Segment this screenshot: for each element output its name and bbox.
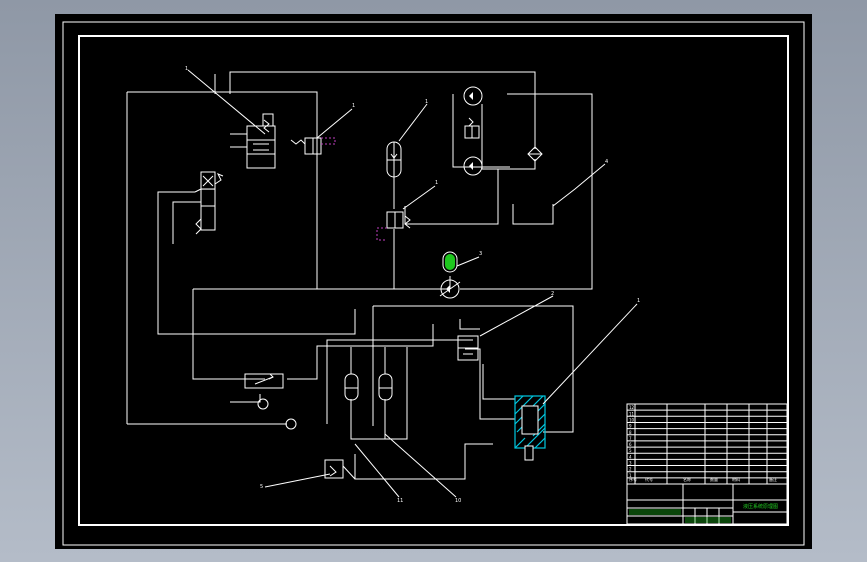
parts-row-number: 1 — [629, 473, 632, 478]
relief-valve-pump — [464, 117, 480, 139]
filter — [527, 146, 543, 162]
callout-11: 11 — [397, 498, 403, 504]
relief-valve-top — [290, 137, 336, 155]
callout-5: 5 — [260, 484, 263, 490]
parts-row-number: 11 — [629, 411, 635, 416]
directional-valve — [194, 171, 224, 235]
tank — [512, 204, 554, 225]
parts-row-number: 10 — [629, 417, 635, 422]
solenoid-valve — [230, 113, 276, 169]
callout-2: 2 — [551, 291, 554, 297]
header-no: 序号 — [629, 476, 637, 482]
parts-row-number: 9 — [629, 424, 632, 429]
accumulator-10 — [344, 373, 359, 401]
callout-10: 10 — [455, 498, 461, 504]
motor-3 — [439, 251, 461, 299]
parts-row-number: 12 — [629, 405, 635, 410]
pump-lower — [463, 156, 483, 176]
callout-1-cyl: 1 — [637, 298, 640, 304]
outer-frame — [62, 21, 805, 546]
leader-lines — [187, 69, 638, 498]
valve-2 — [457, 335, 479, 361]
header-material: 材料 — [732, 476, 740, 482]
throttle-valve — [244, 373, 297, 430]
parts-row-number: 5 — [629, 448, 632, 453]
callout-4: 4 — [605, 159, 608, 165]
pump-top — [463, 86, 483, 106]
parts-row-number: 2 — [629, 467, 632, 472]
parts-row-number: 8 — [629, 430, 632, 435]
accumulator-11 — [378, 373, 393, 401]
drawing-title: 液压系统原理图 — [743, 503, 778, 510]
callout-1-accum: 1 — [425, 99, 428, 105]
header-qty: 数量 — [710, 476, 718, 482]
header-code: 代号 — [645, 476, 653, 482]
check-valve-5 — [324, 459, 356, 480]
accumulator-top — [386, 141, 402, 178]
parts-row-number: 3 — [629, 461, 632, 466]
parts-row-number: 4 — [629, 454, 632, 459]
callout-1-relief: 1 — [352, 103, 355, 109]
callout-3: 3 — [479, 251, 482, 257]
parts-row-number: 7 — [629, 436, 632, 441]
header-name: 名称 — [683, 476, 691, 482]
callout-1-top: 1 — [185, 66, 188, 72]
parts-row-number: 6 — [629, 442, 632, 447]
header-note: 备注 — [769, 476, 777, 482]
callout-1-mid: 1 — [435, 180, 438, 186]
callout-labels: 1 1 1 1 1 2 3 4 5 10 11 — [185, 66, 640, 504]
inner-frame — [78, 35, 789, 526]
pipe-network — [126, 71, 593, 480]
hydraulic-cylinder — [514, 395, 546, 461]
relief-valve-mid — [376, 211, 411, 241]
